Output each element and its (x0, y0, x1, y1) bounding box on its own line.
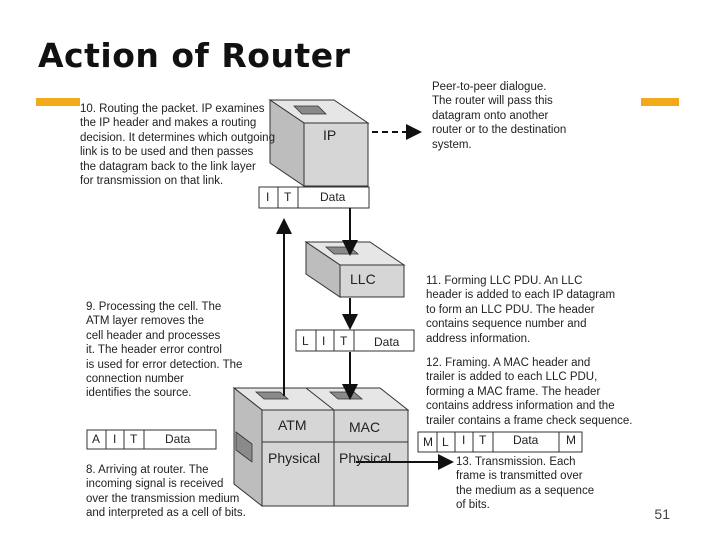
mac-row-field: L (442, 435, 449, 449)
mac-row-field: I (462, 433, 466, 447)
ip-layer-label: IP (323, 127, 337, 143)
mac-row-field: M (566, 433, 576, 447)
atm-layer-label: ATM (278, 417, 307, 433)
ip-pdu-row (258, 186, 370, 209)
accent-bar-left (36, 98, 80, 106)
note-processing-cell: 9. Processing the cell. The ATM layer re… (86, 301, 243, 400)
mac-row-field: M (423, 435, 433, 449)
page-title: Action of Router (38, 36, 351, 75)
accent-bar-right (641, 98, 679, 106)
atm-row-field: A (92, 432, 101, 446)
note-arriving: 8. Arriving at router. The incoming sign… (86, 464, 246, 520)
mac-frame-row (417, 431, 583, 453)
page-number: 51 (654, 506, 670, 522)
llc-row-field: T (340, 334, 348, 348)
note-framing: 12. Framing. A MAC header and trailer is… (426, 357, 633, 427)
llc-row-field: L (302, 334, 309, 348)
physical-left-label: Physical (268, 450, 321, 466)
mac-row-field: Data (513, 433, 539, 447)
note-forming-llc: 11. Forming LLC PDU. An LLC header is ad… (426, 275, 616, 345)
mac-row-field: T (479, 433, 487, 447)
ip-row-field: Data (320, 190, 346, 204)
ip-row-field: I (266, 190, 270, 204)
llc-row-field: I (322, 334, 326, 348)
atm-row-field: I (113, 432, 117, 446)
note-transmission: 13. Transmission. Each frame is transmit… (456, 456, 595, 512)
note-peer-dialogue: Peer-to-peer dialogue. The router will p… (432, 81, 567, 151)
ip-block (268, 99, 370, 187)
mac-layer-label: MAC (349, 419, 381, 435)
llc-row-field: Data (374, 335, 400, 349)
atm-pdu-row (86, 429, 217, 450)
note-routing: 10. Routing the packet. IP examines the … (80, 103, 275, 188)
llc-pdu-row (295, 329, 415, 352)
ip-row-field: T (284, 190, 292, 204)
physical-right-label: Physical (339, 450, 392, 466)
llc-block (304, 241, 406, 298)
atm-row-field: Data (165, 432, 191, 446)
llc-layer-label: LLC (350, 271, 376, 287)
atm-row-field: T (130, 432, 138, 446)
lower-layers-block (232, 386, 410, 508)
